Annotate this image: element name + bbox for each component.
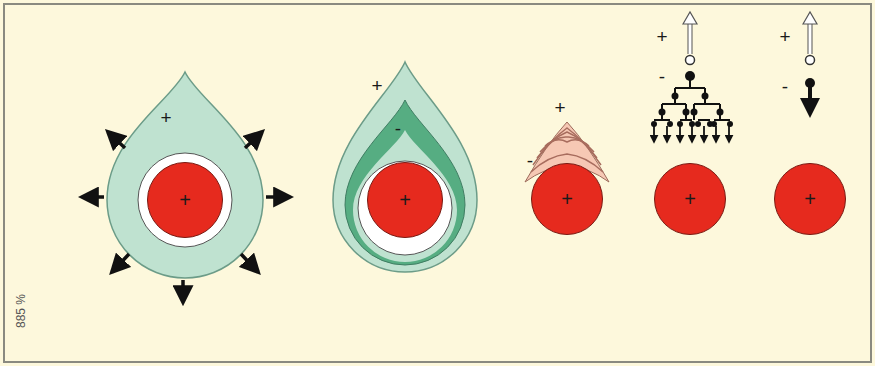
figure-code: 885 % [15, 294, 27, 328]
red-circle: + [774, 163, 846, 235]
charge-pair [803, 12, 817, 114]
red-circle: + [654, 163, 726, 235]
red-circle: + [367, 162, 443, 238]
charge-sign: + [371, 76, 382, 95]
charge-sign: + [554, 98, 565, 117]
red-circle: + [531, 163, 603, 235]
droplet-1 [82, 72, 290, 302]
charge-sign: - [659, 67, 665, 86]
charge-sign: - [527, 151, 533, 170]
charge-sign: + [684, 189, 696, 209]
charge-sign: + [779, 27, 790, 46]
charge-sign: + [160, 108, 171, 127]
cascade-tree [651, 12, 733, 142]
charge-sign: + [656, 27, 667, 46]
charge-sign: + [179, 190, 191, 210]
charge-sign: + [804, 189, 816, 209]
charge-sign: - [395, 119, 401, 138]
frame [4, 4, 871, 362]
droplet-2 [333, 62, 477, 272]
red-circle: + [147, 162, 223, 238]
charge-sign: + [561, 189, 573, 209]
charge-sign: + [399, 190, 411, 210]
charge-sign: - [782, 77, 788, 96]
